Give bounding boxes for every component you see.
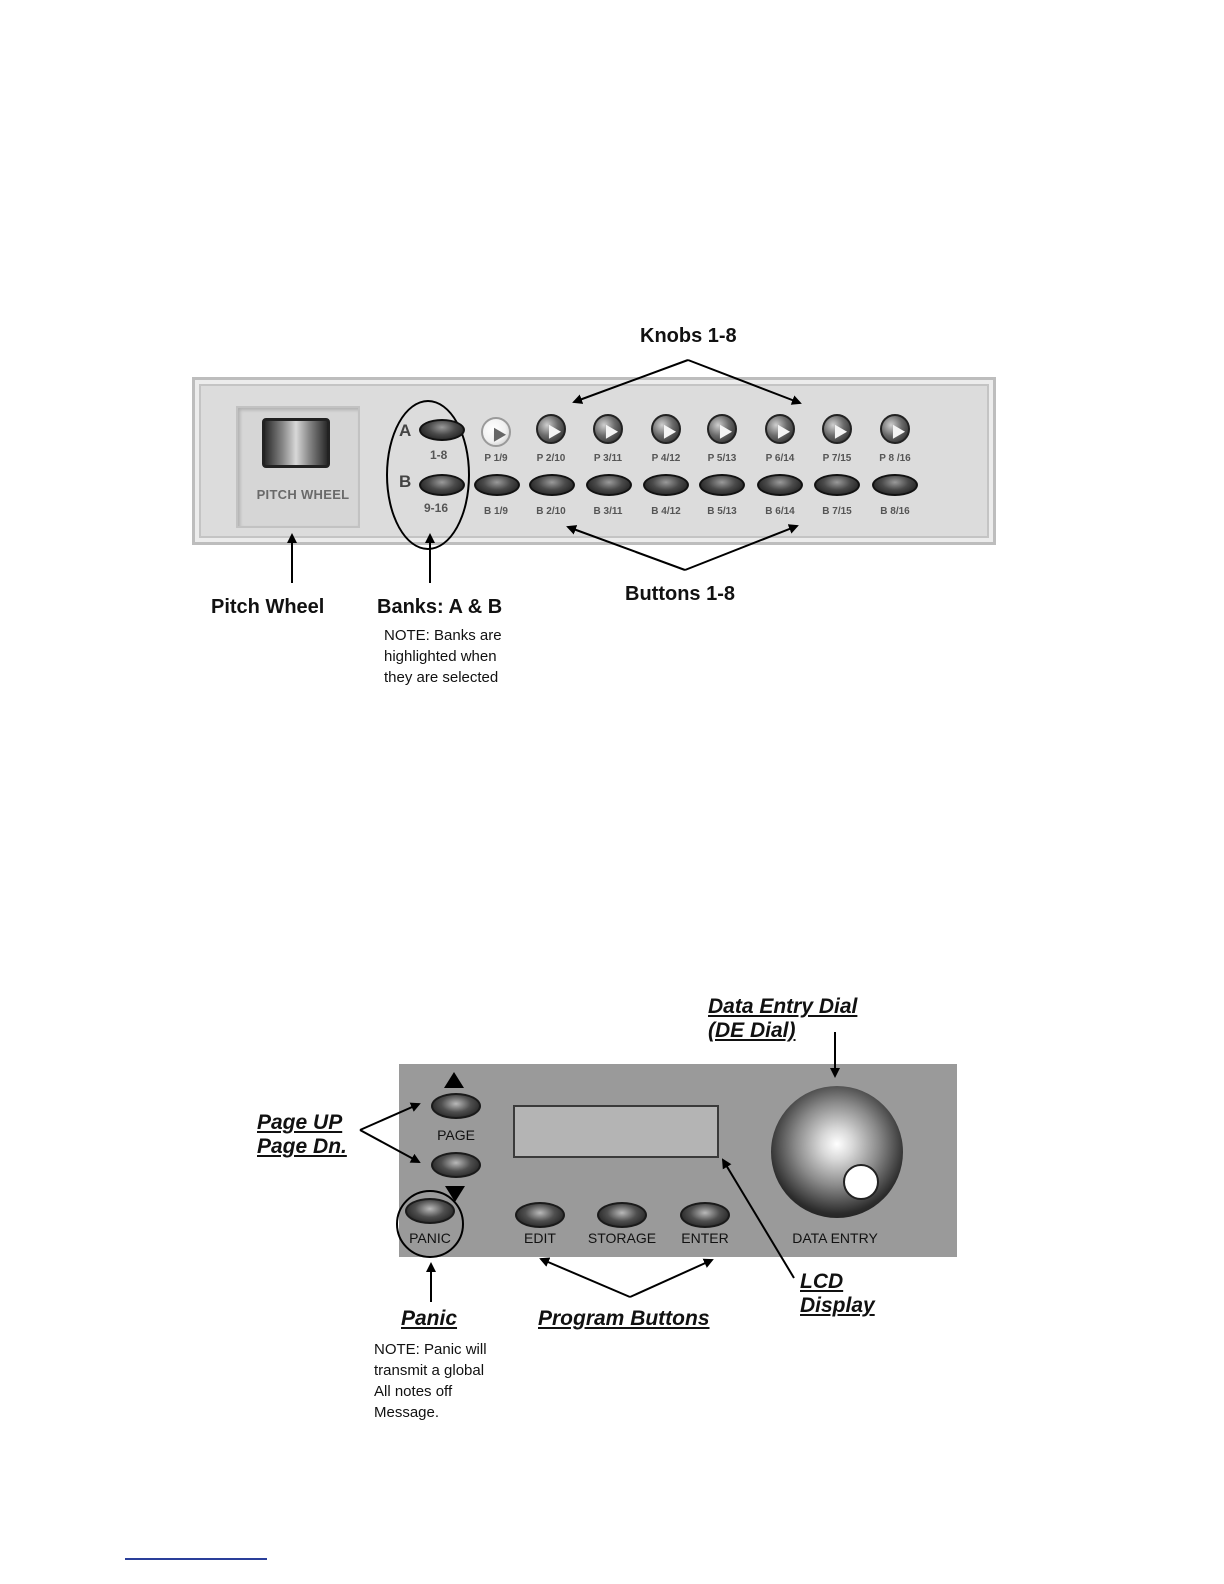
knob-label-3: P 3/11	[593, 453, 623, 464]
knob-label-5: P 5/13	[707, 453, 737, 464]
diagram1-arrows	[287, 359, 802, 583]
knob-5[interactable]	[707, 414, 737, 444]
knob-7[interactable]	[822, 414, 852, 444]
edit-button[interactable]	[515, 1202, 565, 1228]
page-up-button[interactable]	[431, 1093, 481, 1119]
knob-label-6: P 6/14	[765, 453, 795, 464]
bank-b-letter: B	[399, 472, 412, 491]
bank-a-button[interactable]	[419, 419, 465, 441]
button-label-6: B 6/14	[765, 506, 795, 517]
callout-line: Display	[800, 1294, 875, 1317]
page-callout: Page UP Page Dn.	[257, 1111, 347, 1159]
diagram2-arrows	[359, 1032, 840, 1302]
footnote-rule	[125, 1558, 267, 1560]
buttons-arrow-right	[684, 524, 799, 571]
bank-b-range: 9-16	[424, 501, 449, 515]
bank-a-letter: A	[399, 421, 412, 440]
bank-b-button[interactable]	[419, 474, 465, 496]
pitch-wheel-frame	[236, 406, 360, 528]
panic-button[interactable]	[405, 1198, 455, 1224]
panic-note-line: All notes off	[374, 1383, 453, 1400]
knob-4[interactable]	[651, 414, 681, 444]
program-buttons-callout: Program Buttons	[538, 1307, 710, 1330]
panic-callout: Panic	[401, 1307, 458, 1330]
callout-line: Data Entry Dial	[708, 995, 858, 1018]
button-label-3: B 3/11	[593, 506, 623, 517]
button-label-7: B 7/15	[822, 506, 852, 517]
knobs-callout: Knobs 1-8	[640, 325, 737, 347]
knob-8[interactable]	[880, 414, 910, 444]
pitch-wheel[interactable]	[262, 418, 330, 468]
knob-label-1: P 1/9	[484, 453, 508, 464]
button-1[interactable]	[474, 474, 520, 496]
button-4[interactable]	[643, 474, 689, 496]
lcd-display-callout: LCD Display	[800, 1270, 875, 1318]
storage-label: STORAGE	[587, 1230, 657, 1246]
banks-callout: Banks: A & B	[377, 596, 503, 618]
panic-note-line: NOTE: Panic will	[374, 1341, 487, 1358]
panic-label: PANIC	[409, 1230, 451, 1246]
lcd-display	[513, 1105, 719, 1158]
knob-1[interactable]	[481, 417, 511, 447]
knob-label-8: P 8 /16	[879, 453, 911, 464]
enter-label: ENTER	[681, 1230, 729, 1246]
banks-highlight-ellipse	[386, 400, 470, 550]
banks-note-line: they are selected	[384, 669, 499, 686]
button-2[interactable]	[529, 474, 575, 496]
buttons-callout: Buttons 1-8	[625, 583, 735, 605]
button-label-4: B 4/12	[651, 506, 681, 517]
page-down-button[interactable]	[431, 1152, 481, 1178]
page-label: PAGE	[437, 1127, 475, 1143]
button-label-5: B 5/13	[707, 506, 737, 517]
pitch-wheel-label: PITCH WHEEL	[256, 487, 350, 502]
callout-line: (DE Dial)	[708, 1019, 796, 1042]
knob-6[interactable]	[765, 414, 795, 444]
button-5[interactable]	[699, 474, 745, 496]
buttons-arrow-left	[566, 525, 686, 571]
panic-note: NOTE: Panic will transmit a global All n…	[374, 1339, 487, 1423]
data-entry-dial[interactable]	[771, 1086, 903, 1218]
pitch-wheel-callout: Pitch Wheel	[211, 596, 325, 618]
enter-button[interactable]	[680, 1202, 730, 1228]
knobs-arrow-left	[572, 359, 689, 404]
panic-highlight-circle	[396, 1190, 464, 1258]
knob-label-7: P 7/15	[822, 453, 852, 464]
button-label-2: B 2/10	[536, 506, 566, 517]
panic-note-line: transmit a global	[374, 1362, 485, 1379]
data-entry-dial-callout: Data Entry Dial (DE Dial)	[708, 995, 857, 1043]
knobs-arrow-right	[687, 359, 802, 405]
knob-2[interactable]	[536, 414, 566, 444]
dial-indicator	[843, 1164, 879, 1200]
knob-label-4: P 4/12	[651, 453, 681, 464]
edit-label: EDIT	[524, 1230, 556, 1246]
knob-3[interactable]	[593, 414, 623, 444]
banks-note-line: NOTE: Banks are	[384, 627, 502, 644]
bank-a-range: 1-8	[430, 448, 448, 462]
callout-line: Page UP	[257, 1111, 343, 1134]
button-label-1: B 1/9	[484, 506, 508, 517]
page-down-triangle	[445, 1186, 465, 1202]
callout-line: Page Dn.	[257, 1135, 347, 1158]
banks-note: NOTE: Banks are highlighted when they ar…	[384, 625, 502, 688]
storage-button[interactable]	[597, 1202, 647, 1228]
page-up-triangle	[444, 1072, 464, 1088]
button-label-8: B 8/16	[880, 506, 910, 517]
callout-line: LCD	[800, 1270, 844, 1293]
button-3[interactable]	[586, 474, 632, 496]
button-6[interactable]	[757, 474, 803, 496]
panic-note-line: Message.	[374, 1404, 440, 1421]
data-entry-label: DATA ENTRY	[792, 1230, 878, 1246]
button-8[interactable]	[872, 474, 918, 496]
banks-note-line: highlighted when	[384, 648, 497, 665]
knob-label-2: P 2/10	[536, 453, 566, 464]
button-7[interactable]	[814, 474, 860, 496]
